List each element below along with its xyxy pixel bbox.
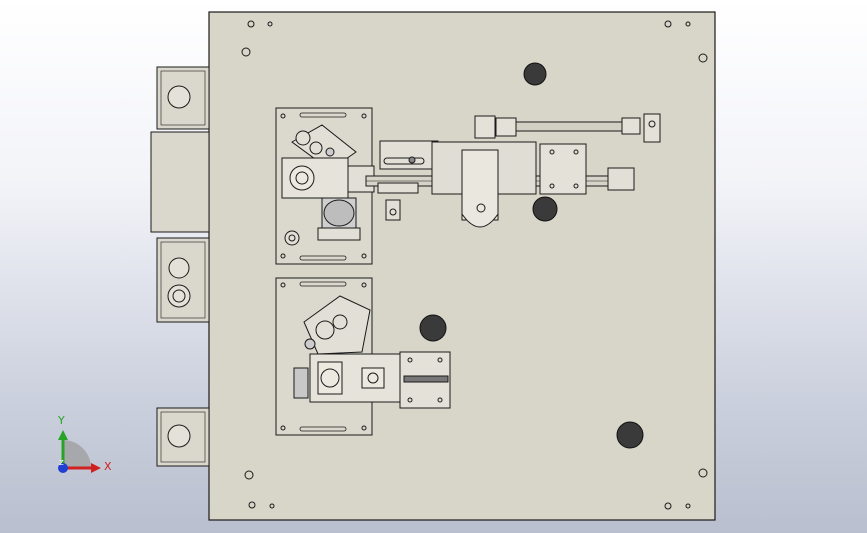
upper-mount-plate [275,107,375,265]
triad-plane [63,440,91,468]
triad-z-label: Z [59,459,64,467]
corner-screws [241,20,708,510]
triad-z-dot [58,463,68,473]
triad-x-label: X [104,460,112,473]
side-connector-top [156,66,210,130]
side-block [150,131,210,233]
triad-y-arrow [58,430,68,440]
slide-assembly [365,113,661,228]
triad-x-arrow [91,463,101,473]
lower-mount-plate [275,277,451,436]
side-connector-bottom [156,407,210,467]
triad-y-label: Y [57,414,65,427]
orientation-triad: Y X Z [57,414,112,473]
through-holes [419,62,644,449]
side-connector-middle [156,237,210,323]
